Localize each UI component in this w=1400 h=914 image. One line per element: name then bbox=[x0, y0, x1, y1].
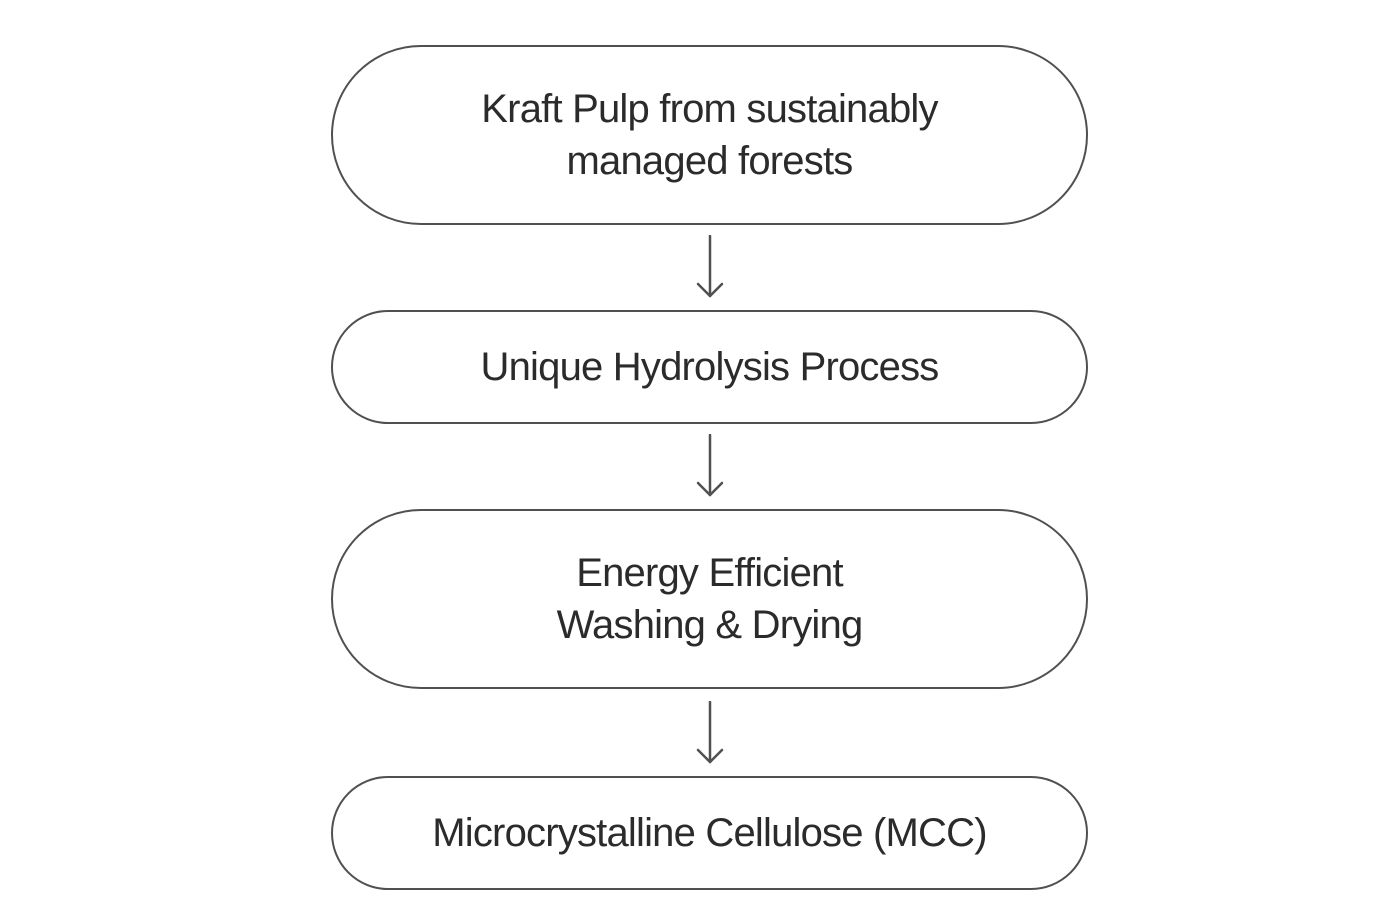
arrow-down-icon bbox=[695, 235, 725, 299]
step-label: Energy Efficient Washing & Drying bbox=[556, 547, 864, 651]
step-label-line: Unique Hydrolysis Process bbox=[480, 345, 940, 389]
step-label-line: Microcrystalline Cellulose (MCC) bbox=[432, 811, 987, 855]
step-label: Kraft Pulp from sustainably managed fore… bbox=[481, 83, 938, 187]
step-label-line: Washing & Drying bbox=[556, 603, 864, 647]
step-washing-drying: Energy Efficient Washing & Drying bbox=[331, 509, 1088, 689]
step-label: Unique Hydrolysis Process bbox=[480, 341, 940, 393]
arrow-down-icon bbox=[695, 701, 725, 765]
arrow-down-icon bbox=[695, 434, 725, 498]
step-label-line: managed forests bbox=[566, 139, 854, 183]
step-kraft-pulp: Kraft Pulp from sustainably managed fore… bbox=[331, 45, 1088, 225]
step-hydrolysis: Unique Hydrolysis Process bbox=[331, 310, 1088, 424]
step-label: Microcrystalline Cellulose (MCC) bbox=[432, 807, 987, 859]
step-label-line: Energy Efficient bbox=[576, 551, 843, 595]
step-mcc: Microcrystalline Cellulose (MCC) bbox=[331, 776, 1088, 890]
step-label-line: Kraft Pulp from sustainably bbox=[481, 87, 938, 131]
